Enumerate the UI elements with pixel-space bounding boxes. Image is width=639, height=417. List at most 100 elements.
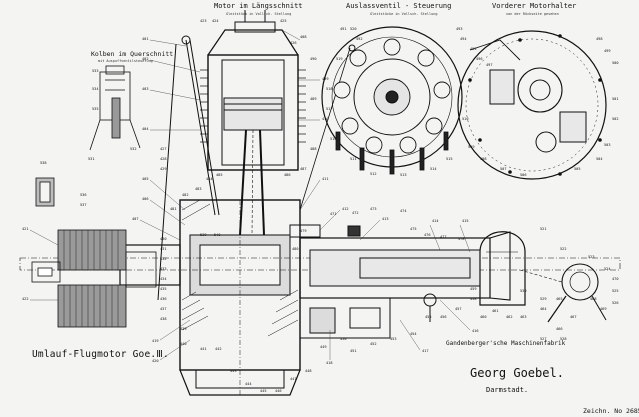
part-number-label: 427 (160, 147, 167, 151)
part-number-label: 405 (142, 177, 149, 181)
part-number-label: 455 (425, 315, 432, 319)
part-number-label: 503 (604, 143, 611, 147)
part-number-label: 530 (520, 289, 527, 293)
part-number-label: 506 (520, 173, 527, 177)
part-number-label: 479 (300, 229, 307, 233)
part-number-label: 508 (480, 157, 487, 161)
part-number-label: 483 (195, 187, 202, 191)
part-number-label: 430 (160, 237, 167, 241)
part-number-label: 490 (310, 57, 317, 61)
part-number-label: 422 (22, 297, 29, 301)
part-number-label: 447 (290, 377, 297, 381)
part-number-label: 484 (206, 177, 213, 181)
part-number-label: 462 (506, 315, 513, 319)
part-number-label: 446 (275, 389, 282, 393)
part-number-label: 472 (352, 211, 359, 215)
drawing-number: Zeichn. No 2685 (583, 407, 639, 415)
part-number-label: 499 (604, 49, 611, 53)
part-number-label: 406 (142, 197, 149, 201)
part-number-label: 526 (612, 301, 619, 305)
part-number-label: 458 (470, 297, 477, 301)
part-number-label: 478 (458, 237, 465, 241)
part-number-label: 420 (152, 359, 159, 363)
propeller-hub (31, 177, 157, 328)
part-number-label: 463 (520, 315, 527, 319)
carburetor-assembly (479, 231, 607, 323)
part-number-label: 444 (245, 382, 252, 386)
part-number-label: 419 (152, 339, 159, 343)
part-number-label: 412 (342, 207, 349, 211)
part-number-label: 457 (455, 307, 462, 311)
part-number-label: 539 (200, 233, 207, 237)
part-number-label: 461 (492, 309, 499, 313)
engine-name: Umlauf-Flugmotor Goe.Ⅲ. (32, 349, 169, 360)
part-number-label: 416 (472, 329, 479, 333)
part-number-label: 510 (462, 117, 469, 121)
part-number-label: 443 (230, 369, 237, 373)
part-number-label: 425 (280, 19, 287, 23)
part-number-label: 531 (88, 157, 95, 161)
part-number-label: 521 (540, 227, 547, 231)
longitudinal-section-title: Motor im Längsschnitt (214, 2, 303, 10)
part-number-label: 532 (130, 147, 137, 151)
part-number-label: 489 (310, 97, 317, 101)
part-number-label: 480 (292, 247, 299, 251)
part-number-label: 498 (596, 37, 603, 41)
part-number-label: 536 (80, 193, 87, 197)
part-number-label: 469 (600, 307, 607, 311)
piston-cross-section-subtitle: mit Auspuffventilsteuerung (98, 59, 153, 63)
part-number-label: 408 (300, 35, 307, 39)
part-number-label: 423 (200, 19, 207, 23)
part-number-label: 475 (410, 227, 417, 231)
part-number-label: 477 (440, 235, 447, 239)
part-number-label: 496 (476, 57, 483, 61)
part-number-label: 473 (370, 207, 377, 211)
part-number-label: 439 (180, 327, 187, 331)
part-number-label: 453 (390, 337, 397, 341)
part-number-label: 500 (612, 61, 619, 65)
part-number-label: 533 (92, 69, 99, 73)
cylinder-section (157, 10, 356, 301)
part-number-label: 514 (430, 167, 437, 171)
part-number-label: 460 (480, 315, 487, 319)
part-number-label: 512 (370, 172, 377, 176)
crankcase-section (179, 199, 301, 396)
part-number-label: 494 (460, 37, 467, 41)
city-name: Darmstadt. (486, 386, 529, 394)
part-number-label: 523 (588, 255, 595, 259)
part-number-label: 491 (340, 27, 347, 31)
part-number-label: 402 (142, 57, 149, 61)
part-number-label: 451 (350, 349, 357, 353)
part-number-label: 428 (160, 157, 167, 161)
part-number-label: 426 (290, 41, 297, 45)
part-number-label: 487 (300, 167, 307, 171)
piston-cross-section-title: Kolben im Querschnitt (91, 50, 174, 58)
part-number-label: 442 (215, 347, 222, 351)
part-number-label: 538 (40, 161, 47, 165)
part-number-label: 485 (216, 173, 223, 177)
part-number-label: 415 (462, 219, 469, 223)
part-number-label: 476 (424, 233, 431, 237)
part-number-label: 524 (604, 267, 611, 271)
part-number-label: 410 (322, 117, 329, 121)
part-number-label: 450 (340, 337, 347, 341)
part-number-label: 417 (422, 349, 429, 353)
part-number-label: 513 (400, 173, 407, 177)
part-number-label: 481 (170, 207, 177, 211)
part-number-label: 452 (370, 342, 377, 346)
part-number-label: 534 (92, 87, 99, 91)
exhaust-valve-title: Auslassventil - Steuerung (346, 2, 452, 10)
part-number-label: 440 (180, 342, 187, 346)
part-number-label: 470 (612, 277, 619, 281)
part-number-label: 529 (540, 297, 547, 301)
manufacturer-name: Gandenberger'sche Maschinenfabrik (446, 340, 566, 347)
front-mount-view (457, 30, 607, 180)
part-number-label: 497 (486, 63, 493, 67)
part-number-label: 482 (182, 193, 189, 197)
part-number-label: 467 (570, 315, 577, 319)
part-number-label: 435 (160, 287, 167, 291)
part-number-label: 407 (132, 217, 139, 221)
part-number-label: 495 (470, 47, 477, 51)
